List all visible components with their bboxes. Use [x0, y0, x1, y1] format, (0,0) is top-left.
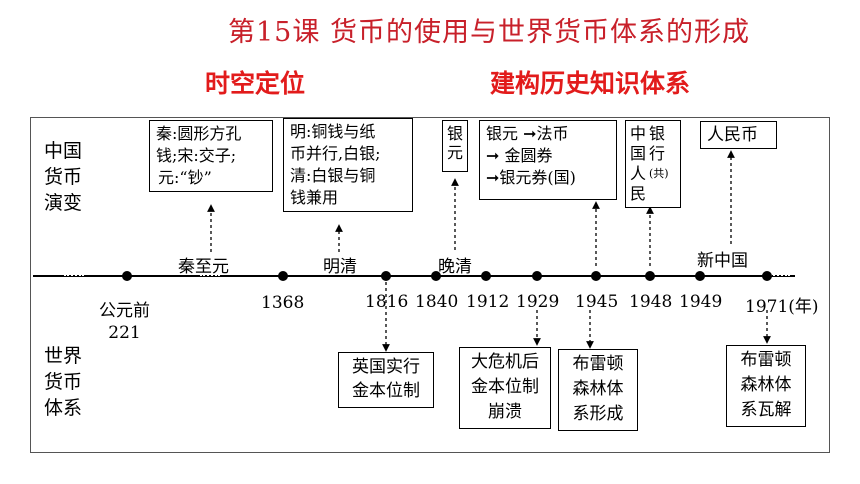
dot-1971: [762, 271, 772, 281]
republic-currency-box: 银元 ➞法币 ➞ 金圆券 ➞银元券(国): [479, 120, 617, 200]
dot-1368: [278, 271, 288, 281]
arrow-right-icon: ➞: [486, 168, 500, 187]
axis-break: [64, 274, 84, 276]
britain-gold-standard-box: 英国实行 金本位制: [338, 352, 434, 408]
timeline-axis: [33, 275, 795, 277]
silver-dollar-box: 银 元: [442, 120, 468, 172]
year-1929: 1929: [516, 292, 560, 312]
qin-yuan-currency-box: 秦:圆形方孔 钱;宋:交子; 元:“钞”: [149, 120, 273, 192]
era-qin-yuan: 秦至元: [178, 257, 229, 277]
year-1945: 1945: [575, 292, 619, 312]
lesson-title: 第15课 货币的使用与世界货币体系的形成: [228, 17, 750, 48]
dot-1945: [591, 271, 601, 281]
bretton-woods-collapse-box: 布雷顿 森林体 系瓦解: [726, 345, 806, 427]
dot-1840: [431, 271, 441, 281]
renminbi-box: 人民币: [700, 121, 777, 149]
year-1949: 1949: [679, 292, 723, 312]
dot-1912: [481, 271, 491, 281]
year-1971: 1971(年): [745, 297, 819, 317]
year-1840: 1840: [415, 292, 459, 312]
bretton-woods-formed-box: 布雷顿 森林体 系形成: [558, 349, 638, 431]
subtitle-spacetime: 时空定位: [205, 69, 306, 98]
era-ming-qing: 明清: [323, 257, 357, 277]
arrow-right-icon: ➞: [523, 124, 537, 143]
china-currency-label: 中国 货币 演变: [44, 140, 83, 214]
peoples-bank-box: 中 国 人 民 银 行 (共): [625, 120, 681, 208]
dot-1816: [381, 271, 391, 281]
dot-221bc: [122, 271, 132, 281]
dot-1929: [532, 271, 542, 281]
era-new-china: 新中国: [697, 251, 748, 271]
ming-qing-currency-box: 明:铜钱与纸 币并行,白银; 清:白银与铜 钱兼用: [283, 118, 413, 212]
axis-break: [770, 274, 790, 276]
dot-1949: [695, 271, 705, 281]
year-221bc: 公元前 221: [99, 301, 150, 343]
era-late-qing: 晚清: [438, 257, 472, 277]
subtitle-knowledge: 建构历史知识体系: [490, 69, 691, 98]
world-currency-label: 世界 货币 体系: [44, 345, 83, 419]
year-1368: 1368: [261, 293, 305, 313]
year-1948: 1948: [629, 292, 673, 312]
timeline-frame: [30, 117, 830, 453]
arrow-right-icon: ➞: [486, 146, 500, 165]
axis-break: [200, 274, 220, 276]
dot-1948: [645, 271, 655, 281]
year-1912: 1912: [466, 292, 510, 312]
gold-standard-collapse-box: 大危机后 金本位制 崩溃: [459, 347, 551, 429]
